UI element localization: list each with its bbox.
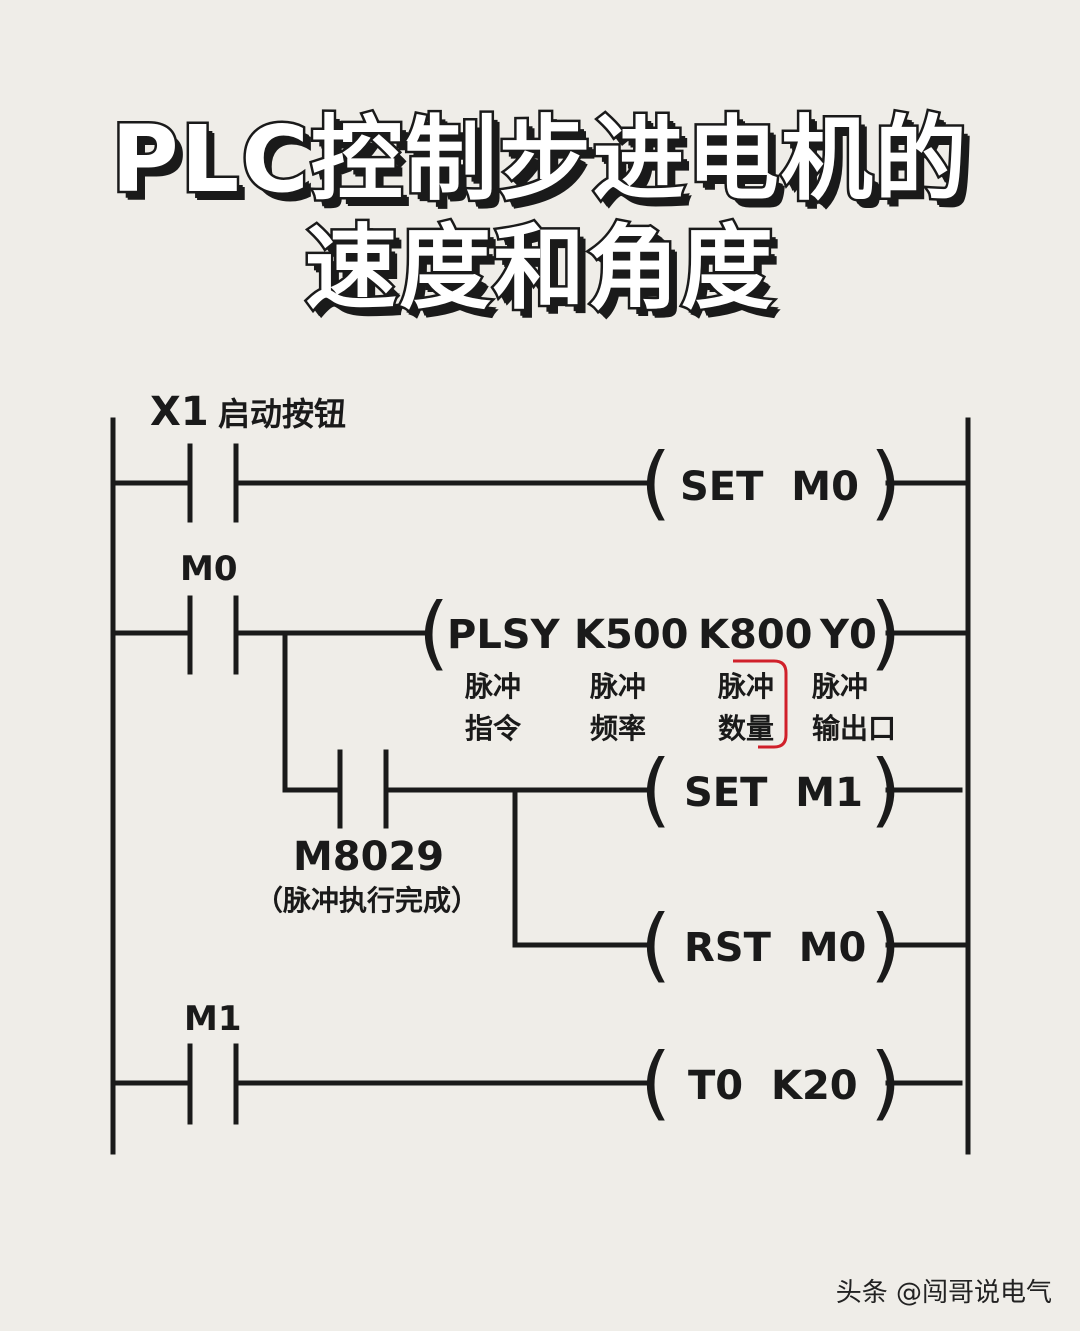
svg-text:): )	[870, 586, 901, 679]
svg-text:(: (	[418, 586, 449, 679]
annotation-1-line1: 脉冲	[465, 670, 521, 703]
coil-set-m1: SET M1	[684, 770, 863, 816]
svg-text:): )	[870, 436, 901, 529]
annotation-4-line2: 输出口	[812, 712, 896, 745]
title-line-1: PLC控制步进电机的	[109, 104, 970, 216]
coil-parentheses: () () () () ()	[418, 436, 901, 1129]
m8029-note: （脉冲执行完成）	[255, 884, 479, 917]
plsy-out: Y0	[819, 612, 877, 658]
annotation-1-line2: 指令	[465, 712, 522, 745]
coil-t0-k20: T0 K20	[688, 1063, 858, 1109]
title-line-2: 速度和角度	[302, 213, 775, 325]
m8029-label: M8029	[293, 834, 444, 880]
coil-set-m0: SET M0	[680, 464, 859, 510]
svg-text:): )	[870, 743, 901, 836]
rung2-contact-label: M0	[180, 549, 238, 589]
svg-text:(: (	[640, 898, 671, 991]
annotation-3-line1: 脉冲	[718, 670, 774, 703]
plsy-op: PLSY	[447, 612, 561, 658]
footer-watermark: 头条 @闯哥说电气	[835, 1278, 1052, 1308]
svg-text:(: (	[640, 1036, 671, 1129]
svg-text:(: (	[640, 743, 671, 836]
svg-text:): )	[870, 898, 901, 991]
svg-text:): )	[870, 1036, 901, 1129]
annotation-2-line2: 频率	[590, 712, 646, 745]
annotation-4-line1: 脉冲	[812, 670, 868, 703]
annotation-3-line2: 数量	[718, 712, 774, 745]
annotation-2-line1: 脉冲	[590, 670, 646, 703]
rung1-contact-note: 启动按钮	[218, 395, 346, 433]
highlight-bracket	[733, 659, 788, 749]
plsy-k2: K800	[698, 612, 813, 658]
rung3-contact-label: M1	[184, 999, 242, 1039]
coil-rst-m0: RST M0	[684, 925, 866, 971]
plsy-k1: K500	[574, 612, 689, 658]
svg-text:(: (	[640, 436, 671, 529]
rung1-contact-label: X1	[150, 389, 209, 435]
